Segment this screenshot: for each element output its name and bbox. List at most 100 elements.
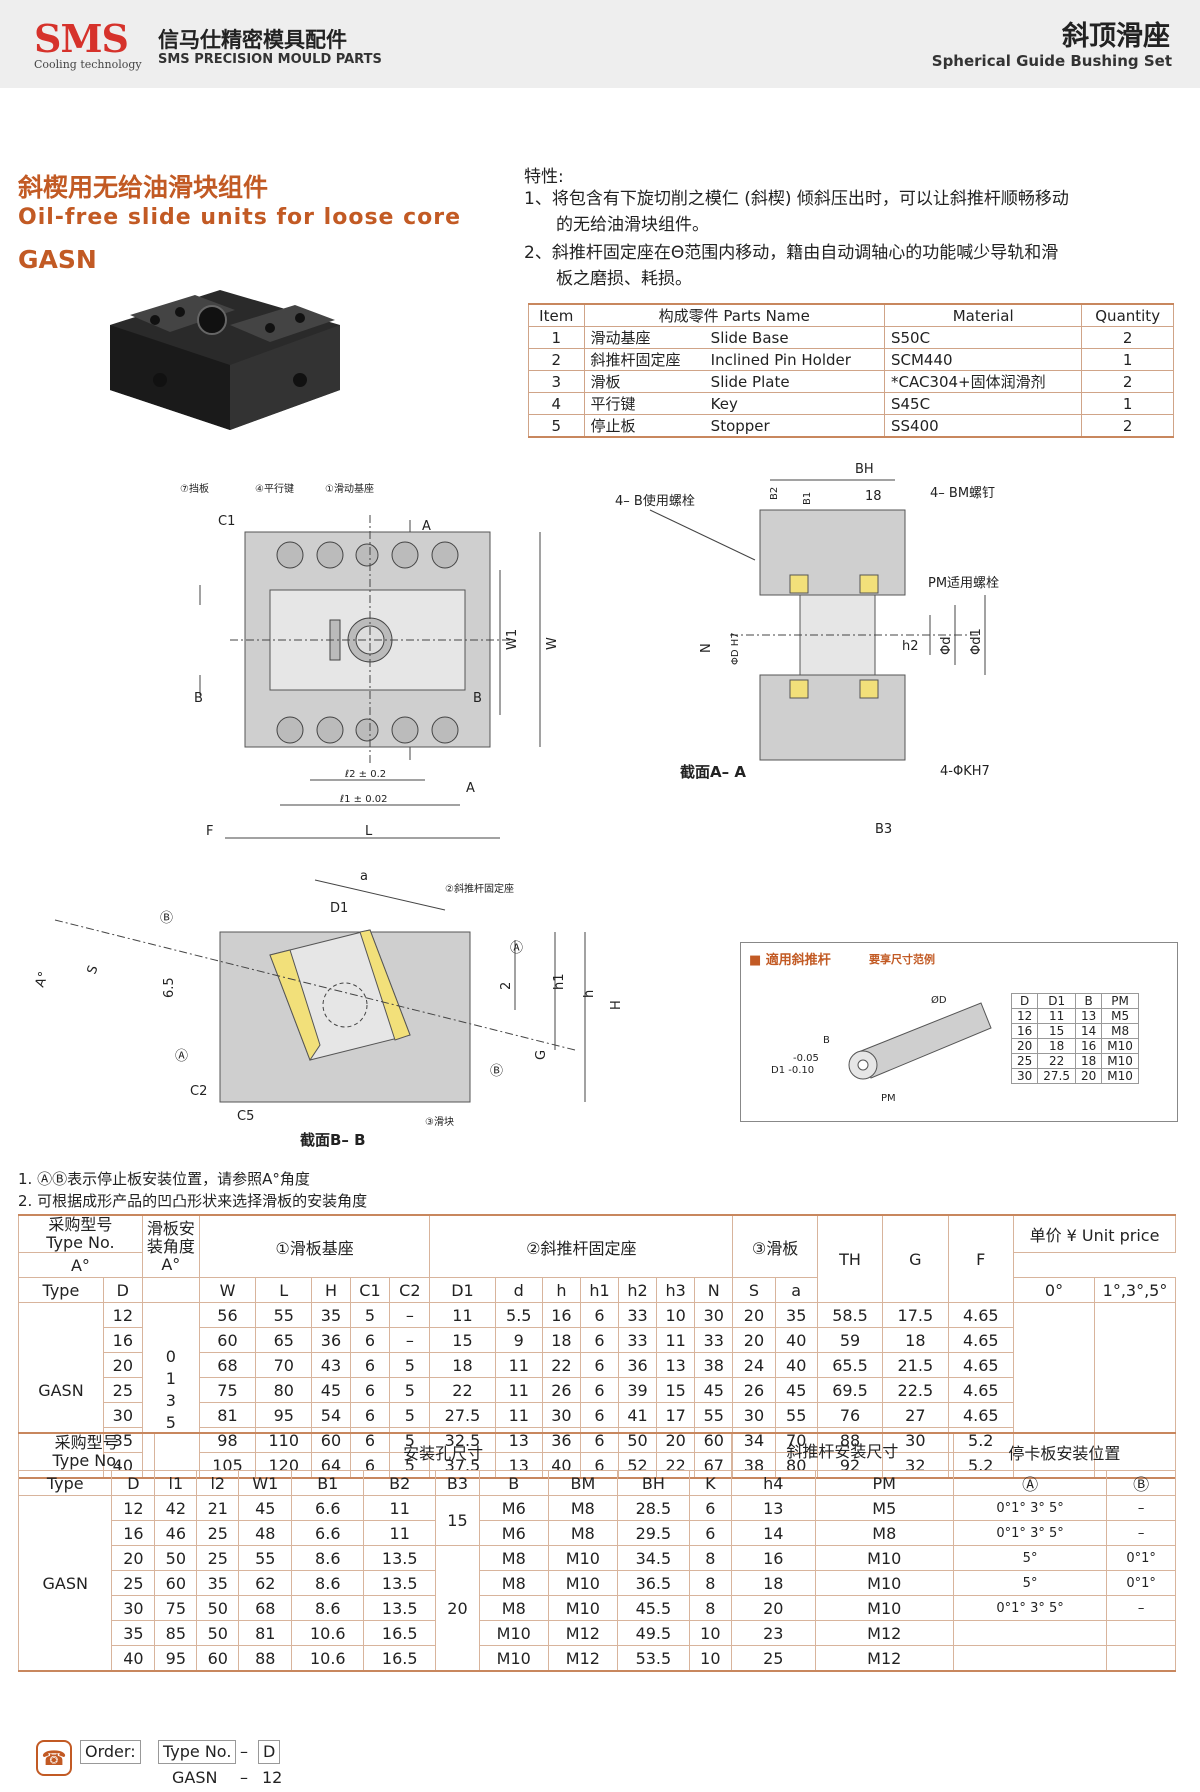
t2-cell: 12: [111, 1495, 156, 1521]
t1-cell: 26: [541, 1377, 581, 1403]
t2-cell: 0°1° 3° 5°: [952, 1520, 1108, 1546]
t1-cell: 13: [656, 1352, 696, 1378]
parts-header-item: Item: [528, 303, 585, 327]
t2-cell: 8: [688, 1595, 732, 1621]
part-qty: 1: [1081, 392, 1174, 415]
part-cn: 斜推杆固定座: [583, 348, 705, 371]
t2-cell: 13: [730, 1495, 816, 1521]
part-en: Key: [704, 392, 885, 415]
t1-cell: 68: [198, 1352, 257, 1378]
t1-cell: 39: [617, 1377, 658, 1403]
t1-col-c2: C2: [389, 1277, 431, 1303]
t2-cell: [952, 1645, 1108, 1672]
t2-cell: 8.6: [291, 1545, 365, 1571]
t2-cell: –: [1106, 1595, 1176, 1621]
t1-cell: 9: [494, 1327, 543, 1353]
t2-cell: 10: [688, 1620, 732, 1646]
order-example-dash: –: [240, 1768, 248, 1787]
t2-col: PM: [814, 1470, 954, 1496]
phone-icon: ☎: [36, 1740, 72, 1776]
t1-cell: 30: [541, 1402, 581, 1428]
t1-cell: 6: [579, 1377, 620, 1403]
part-cn: 平行键: [583, 392, 705, 415]
t1-cell: 70: [255, 1352, 313, 1378]
inset-cell: M8: [1101, 1023, 1139, 1039]
t1-cell: 6: [349, 1352, 391, 1378]
t1-cell: 26: [732, 1377, 776, 1403]
t1-cell: 41: [617, 1402, 658, 1428]
inset-cell: 22: [1037, 1053, 1076, 1069]
t2-stop-header: 停卡板安装位置: [952, 1432, 1177, 1471]
t1-cell: 18: [882, 1327, 949, 1353]
t1-cell: 55: [774, 1402, 818, 1428]
t2-cell: M8: [547, 1520, 618, 1546]
label-phi-small-d: Φd: [939, 637, 954, 655]
t2-cell: 6: [688, 1495, 732, 1521]
t1-cell: 6: [579, 1327, 620, 1353]
t2-cell: 81: [238, 1620, 293, 1646]
t1-col-l: L: [255, 1277, 313, 1303]
t1-cell: 55: [694, 1402, 734, 1428]
t1-price-header: 单价 ¥ Unit price: [1013, 1214, 1176, 1253]
t1-cell: 56: [198, 1302, 257, 1328]
t2-cell: M8: [478, 1570, 549, 1596]
t2-cell: 45.5: [616, 1595, 690, 1621]
part-qty: 2: [1081, 326, 1174, 349]
t2-cell: 20: [730, 1595, 816, 1621]
inset-header: D: [1010, 993, 1039, 1009]
label-stopper: ⑦挡板: [180, 482, 209, 495]
inset-cell: 18: [1037, 1038, 1076, 1054]
t1-cell: 5: [389, 1377, 431, 1403]
t2-cell: 0°1°: [1106, 1545, 1176, 1571]
t1-cell: 22: [429, 1377, 496, 1403]
inset-tol: -0.05: [793, 1053, 819, 1064]
t2-col: D: [111, 1470, 156, 1496]
part-en: Stopper: [704, 414, 885, 438]
t2-cell: 40: [111, 1645, 156, 1672]
t1-cell: 5: [389, 1402, 431, 1428]
t1-cell: 36: [617, 1352, 658, 1378]
t2-pin-header: 斜推杆安装尺寸: [730, 1432, 954, 1471]
t2-col: BH: [616, 1470, 690, 1496]
t1-cell: 55: [255, 1302, 313, 1328]
t2-cell: 62: [238, 1570, 293, 1596]
t1-cell: 5.5: [494, 1302, 543, 1328]
t2-cell: 16: [111, 1520, 156, 1546]
feature-1b: 的无给油滑块组件。: [556, 215, 709, 235]
part-no: 4: [528, 392, 585, 415]
t2-cell: 16: [730, 1545, 816, 1571]
t1-cell: 43: [311, 1352, 351, 1378]
inset-cell: 16: [1074, 1038, 1103, 1054]
t2-cell: 14: [730, 1520, 816, 1546]
product-code: GASN: [18, 245, 97, 274]
label-n: N: [699, 643, 714, 653]
t1-cell: 40: [774, 1352, 818, 1378]
feature-2a: 2、斜推杆固定座在Θ范围内移动，籍由自动调轴心的功能喊少导轨和滑: [524, 243, 1059, 263]
t2-cell: 13.5: [363, 1595, 437, 1621]
t2-cell: 35: [196, 1570, 240, 1596]
section-aa-drawing: BH 4– B使用螺栓 4– BM螺钉 B2 B1 18 PM适用螺栓 N ΦD…: [615, 462, 999, 837]
t2-cell: 55: [238, 1545, 293, 1571]
label-base: ①滑动基座: [325, 482, 374, 495]
part-cn: 滑动基座: [583, 326, 705, 349]
t2-cell: –: [1106, 1495, 1176, 1521]
t2-cell: 30: [111, 1595, 156, 1621]
t2-cell: M10: [478, 1645, 549, 1672]
t1-cell: 18: [541, 1327, 581, 1353]
t1-cell: 45: [311, 1377, 351, 1403]
t2-cell: M10: [814, 1570, 954, 1596]
t2-cell: M8: [478, 1545, 549, 1571]
t1-col-price-0: 0°: [1013, 1277, 1095, 1303]
section-bb-drawing: a D1 ②斜推杆固定座 Ⓑ Ⓐ S A° 6.5 2 h1 h H G Ⓐ Ⓑ…: [33, 869, 624, 1149]
t2-cell: 88: [238, 1645, 293, 1672]
t1-cell: 4.65: [947, 1402, 1015, 1428]
t2-type-en: Type No.: [52, 1451, 121, 1470]
t2-cell: 42: [154, 1495, 198, 1521]
